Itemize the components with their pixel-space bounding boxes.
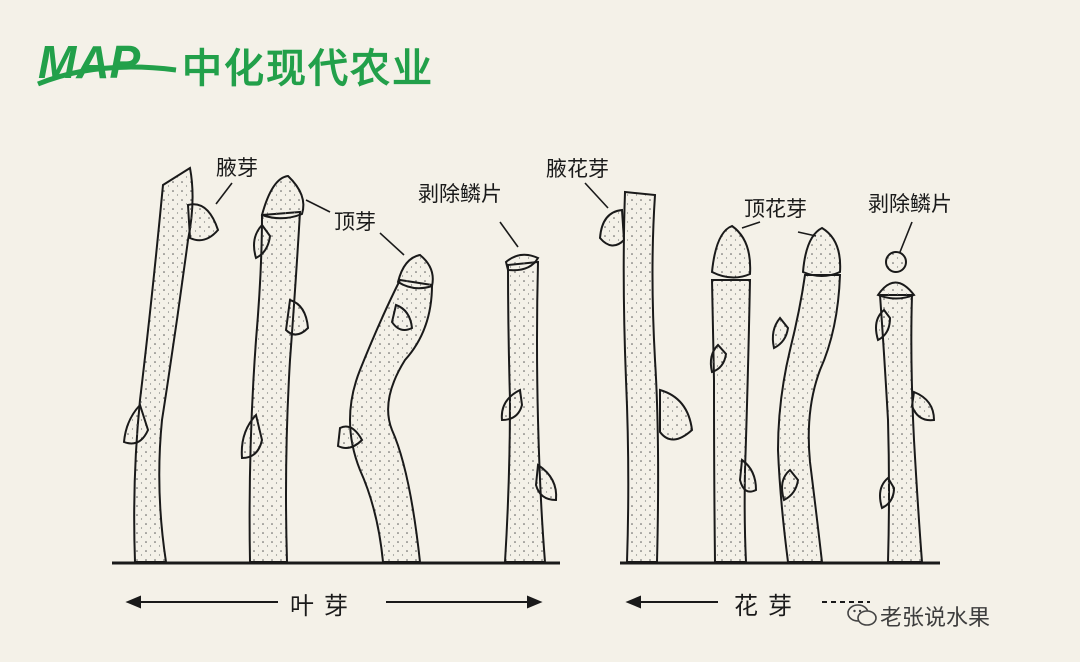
bud-3a — [390, 303, 414, 331]
bud-4b — [534, 463, 558, 502]
twig-2 — [248, 210, 302, 563]
bud-2a — [284, 298, 310, 336]
twig-6 — [710, 279, 752, 563]
bud-5a — [659, 388, 694, 441]
label-axillary-flower-bud: 腋花芽 — [546, 157, 609, 181]
label-scales-removed-left: 剥除鳞片 — [418, 182, 502, 206]
bud-8b — [910, 390, 936, 422]
arrow-terminal-flower-a — [741, 221, 761, 229]
company-name: 中化现代农业 — [182, 46, 434, 92]
bud-8a — [875, 308, 892, 342]
twig-1 — [133, 166, 194, 563]
map-logo: MAP — [37, 36, 177, 88]
label-axillary-bud: 腋芽 — [216, 156, 258, 180]
bud-7a — [771, 316, 790, 350]
arrow-scales-left — [499, 221, 519, 248]
group-label-flower-bud: 花芽 — [734, 592, 802, 620]
arrow-axillary-bud — [215, 182, 233, 205]
bud-7b — [781, 468, 800, 502]
terminal-bud-3 — [396, 253, 434, 290]
flower-bud-core-8 — [885, 251, 907, 273]
bud-6b — [738, 458, 758, 493]
bud-4a — [500, 388, 524, 422]
arrow-scales-right — [899, 221, 913, 253]
bud-6a — [709, 343, 728, 374]
arrow-axillary-flower-bud — [584, 182, 609, 209]
arrow-terminal-flower-b — [797, 231, 817, 237]
twig-5 — [622, 190, 660, 563]
bud-8c — [879, 476, 896, 510]
terminal-bud-2 — [260, 174, 305, 220]
group-label-leaf-bud: 叶芽 — [290, 592, 358, 620]
label-terminal-bud: 顶芽 — [334, 210, 376, 234]
arrow-terminal-bud-a — [305, 199, 331, 213]
arrow-terminal-bud-b — [379, 232, 405, 256]
twig-8 — [878, 294, 924, 563]
bud-2b — [240, 412, 264, 460]
watermark-text: 老张说水果 — [880, 606, 991, 631]
axillary-flower-bud-5 — [598, 208, 626, 247]
label-terminal-flower-bud: 顶花芽 — [744, 197, 807, 221]
label-scales-removed-right: 剥除鳞片 — [868, 192, 952, 216]
bud-3b — [336, 425, 364, 449]
bud-2c — [253, 223, 272, 260]
twig-7 — [776, 274, 842, 563]
terminal-flower-bud-7 — [801, 226, 842, 277]
bud-1b — [122, 403, 150, 445]
wechat-icon — [847, 604, 877, 626]
scales-removed-4 — [504, 253, 540, 272]
terminal-flower-bud-6 — [710, 224, 752, 279]
scales-removed-8 — [876, 281, 916, 300]
axillary-bud-1 — [186, 203, 220, 242]
